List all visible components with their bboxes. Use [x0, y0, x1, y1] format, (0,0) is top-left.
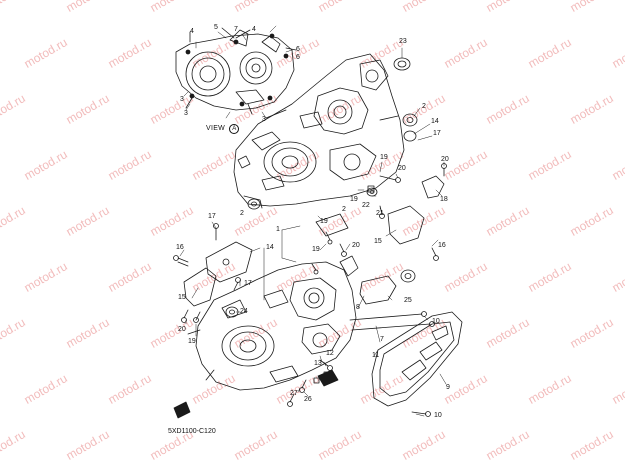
callout-label: 14: [431, 118, 439, 125]
callout-label: 3: [184, 110, 188, 117]
callout-label: 11: [372, 352, 380, 359]
oil-seal-14: [403, 130, 417, 142]
callout-label: 12: [326, 350, 334, 357]
callout-label: 21: [376, 210, 384, 217]
callout-label: 16: [438, 242, 446, 249]
bearing-23: [393, 57, 411, 71]
crankcase-right-half: [187, 255, 359, 391]
callout-label: 3: [180, 96, 184, 103]
bracket-14: [205, 241, 253, 283]
callout-label: 27: [290, 390, 298, 397]
clip-18: [421, 175, 445, 199]
callout-label: 17: [433, 130, 441, 137]
crankcase-cover: [371, 311, 463, 407]
callout-label: 19: [320, 218, 328, 225]
clamp-8: [359, 275, 397, 305]
bolt-set: [173, 163, 447, 417]
callout-label: 2: [240, 210, 244, 217]
bracket-15: [183, 267, 217, 307]
callout-label: 4: [190, 28, 194, 35]
callout-label: 5: [214, 24, 218, 31]
callout-label: 8: [356, 304, 360, 311]
callout-label: 23: [399, 38, 407, 45]
callout-label: 20: [441, 156, 449, 163]
callout-label: 2: [422, 103, 426, 110]
view-a-detail: [175, 27, 297, 115]
callout-label: 13: [314, 360, 322, 367]
callout-label: 9: [446, 384, 450, 391]
callout-label: 6: [296, 46, 300, 53]
bearing-2-upper: [402, 113, 418, 127]
bearing-2-lower: [247, 198, 261, 210]
callout-label: 26: [304, 396, 312, 403]
callout-label: 2: [342, 206, 346, 213]
callout-label: 7: [380, 336, 384, 343]
callout-label: 19: [188, 338, 196, 345]
callout-label: 4: [252, 26, 256, 33]
callout-label: 19: [350, 196, 358, 203]
callout-label: 24: [240, 308, 248, 315]
callout-label: 14: [266, 244, 274, 251]
callout-label: 25: [404, 297, 412, 304]
callout-label: 10: [432, 318, 440, 325]
callout-label: 17: [244, 280, 252, 287]
callout-label: 20: [398, 165, 406, 172]
callout-label: 1: [276, 226, 280, 233]
callout-label: 20: [352, 242, 360, 249]
view-a-marker: [237, 155, 251, 169]
callout-label: 19: [380, 154, 388, 161]
front-arrow-icon: [173, 369, 339, 419]
callout-label: 15: [178, 294, 186, 301]
bearing-25: [400, 269, 416, 283]
dowel-pins: [313, 185, 375, 384]
callout-label: 16: [176, 244, 184, 251]
diagram-code: 5XD1100-C120: [168, 428, 216, 435]
callout-label: 22: [362, 202, 370, 209]
plate-19-upper: [315, 213, 349, 237]
callout-label: 19: [312, 246, 320, 253]
leader-lines: [179, 25, 447, 417]
callout-label: 17: [208, 213, 216, 220]
callout-label: 18: [440, 196, 448, 203]
view-letter: A: [229, 124, 240, 134]
callout-label: 6: [296, 54, 300, 61]
callout-label: 20: [178, 326, 186, 333]
view-label-text: VIEW: [206, 125, 226, 132]
callout-label: 10: [434, 412, 442, 419]
view-a-label: VIEW A: [206, 124, 240, 134]
plate-15-right: [387, 205, 425, 245]
callout-label: 7: [234, 26, 238, 33]
callout-label: 15: [374, 238, 382, 245]
callout-label: 3: [262, 116, 266, 123]
